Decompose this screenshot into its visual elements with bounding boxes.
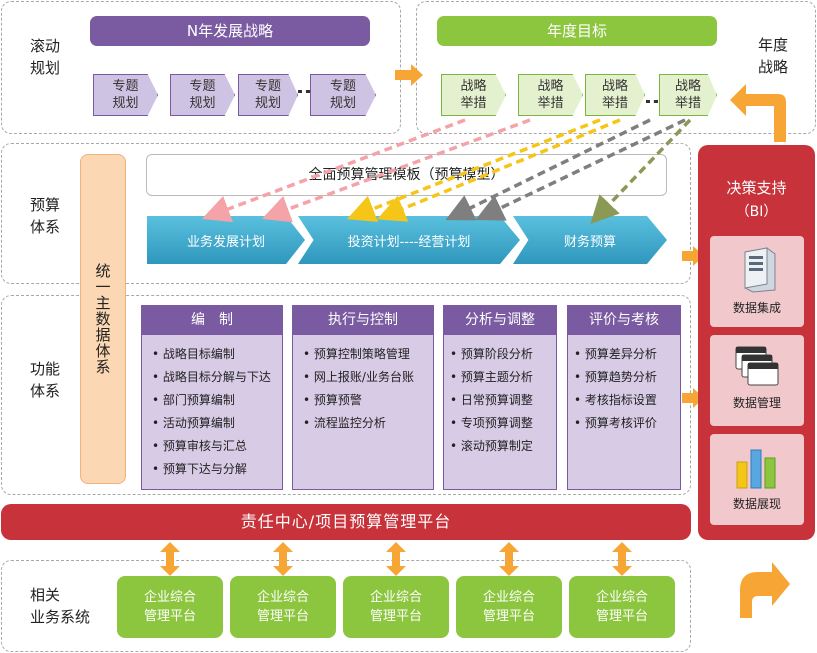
function-item: • 预算阶段分析 xyxy=(450,347,533,361)
rolling-to-annual-arrow xyxy=(395,64,423,86)
function-item: • 部门预算编制 xyxy=(152,393,235,407)
function-item: • 预算差异分析 xyxy=(574,347,657,361)
budget-model-box: 全面预算管理模板（预算模型） xyxy=(146,154,667,196)
function-item: • 流程监控分析 xyxy=(303,416,386,430)
row-label-related: 相关 业务系统 xyxy=(30,586,91,626)
row-label-function: 功能 体系 xyxy=(30,360,61,400)
measure-2: 战略 举措 xyxy=(518,74,583,116)
function-item: • 活动预算编制 xyxy=(152,416,235,430)
function-item: • 预算考核评价 xyxy=(574,416,657,430)
function-title: 执行与控制 xyxy=(292,305,434,335)
row-label-rolling: 滚动 规划 xyxy=(30,37,61,77)
unified-master-data: 统一主数据体系 xyxy=(80,154,126,484)
function-title: 编 制 xyxy=(141,305,283,335)
window-stack-icon xyxy=(735,346,779,386)
function-column-2: 执行与控制 • 预算控制策略管理 • 网上报账/业务台账 • 预算预警 • 流程… xyxy=(292,305,434,490)
annual-goal: 年度目标 xyxy=(437,16,717,46)
function-title: 分析与调整 xyxy=(443,305,557,335)
bar-chart-icon xyxy=(736,449,776,489)
topic-plan-2: 专题 规划 xyxy=(170,74,235,116)
decision-title: 决策支持 xyxy=(726,179,787,197)
measure-1: 战略 举措 xyxy=(441,74,506,116)
bi-data-management: 数据管理 xyxy=(710,335,804,426)
double-arrow-1 xyxy=(160,542,180,576)
double-arrow-3 xyxy=(386,542,406,576)
measure-3: 战略 举措 xyxy=(585,74,645,116)
measure-4: 战略 举措 xyxy=(659,74,717,116)
function-item: • 预算趋势分析 xyxy=(574,370,657,384)
topic-plan-3: 专题 规划 xyxy=(238,74,298,116)
double-arrow-5 xyxy=(612,542,632,576)
bi-panel-label: 数据管理 xyxy=(732,396,781,410)
function-item: • 预算控制策略管理 xyxy=(303,347,410,361)
topic-plan-1: 专题 规划 xyxy=(93,74,158,116)
decision-subtitle: （BI） xyxy=(735,204,778,220)
n-year-strategy: N年发展战略 xyxy=(90,16,370,46)
bi-panel-label: 数据展现 xyxy=(732,497,781,511)
function-title: 评价与考核 xyxy=(567,305,681,335)
topic-plan-4: 专题 规划 xyxy=(310,74,376,116)
enterprise-platform-2: 企业综合 管理平台 xyxy=(230,576,336,638)
function-item: • 预算主题分析 xyxy=(450,370,533,384)
responsibility-platform-bar: 责任中心/项目预算管理平台 xyxy=(1,504,691,540)
server-icon xyxy=(744,247,776,293)
double-arrow-2 xyxy=(273,542,293,576)
enterprise-platform-3: 企业综合 管理平台 xyxy=(343,576,449,638)
systems-to-bi-arrow xyxy=(740,562,790,618)
bi-panel-label: 数据集成 xyxy=(732,301,781,315)
function-column-4: 评价与考核 • 预算差异分析 • 预算趋势分析 • 考核指标设置 • 预算考核评… xyxy=(567,305,681,490)
bi-to-strategy-arrow xyxy=(730,84,786,142)
function-item: • 考核指标设置 xyxy=(574,393,657,407)
bi-data-presentation: 数据展现 xyxy=(710,434,804,525)
function-item: • 预算预警 xyxy=(303,393,362,407)
measure-ellipsis xyxy=(646,100,658,103)
function-column-3: 分析与调整 • 预算阶段分析 • 预算主题分析 • 日常预算调整 • 专项预算调… xyxy=(443,305,557,490)
annual-strategy-label: 年度 战略 xyxy=(757,36,788,76)
bi-data-integration: 数据集成 xyxy=(710,236,804,327)
function-item: • 日常预算调整 xyxy=(450,393,533,407)
function-item: • 预算下达与分解 xyxy=(152,462,247,476)
enterprise-platform-4: 企业综合 管理平台 xyxy=(456,576,562,638)
function-item: • 战略目标编制 xyxy=(152,347,235,361)
enterprise-platform-5: 企业综合 管理平台 xyxy=(569,576,675,638)
function-item: • 预算审核与汇总 xyxy=(152,439,247,453)
topic-ellipsis xyxy=(298,90,310,93)
flow-financial-budget: 财务预算 xyxy=(513,216,667,264)
row-label-budget: 预算 体系 xyxy=(30,196,61,236)
function-column-1: 编 制 • 战略目标编制 • 战略目标分解与下达 • 部门预算编制 • 活动预算… xyxy=(141,305,283,490)
flow-investment-operation: 投资计划----经营计划 xyxy=(298,216,520,264)
function-item: • 专项预算调整 xyxy=(450,416,533,430)
enterprise-platform-1: 企业综合 管理平台 xyxy=(117,576,223,638)
function-item: • 网上报账/业务台账 xyxy=(303,370,414,384)
flow-business-plan: 业务发展计划 xyxy=(147,216,305,264)
double-arrow-4 xyxy=(499,542,519,576)
function-item: • 战略目标分解与下达 xyxy=(152,370,271,384)
function-item: • 滚动预算制定 xyxy=(450,439,533,453)
